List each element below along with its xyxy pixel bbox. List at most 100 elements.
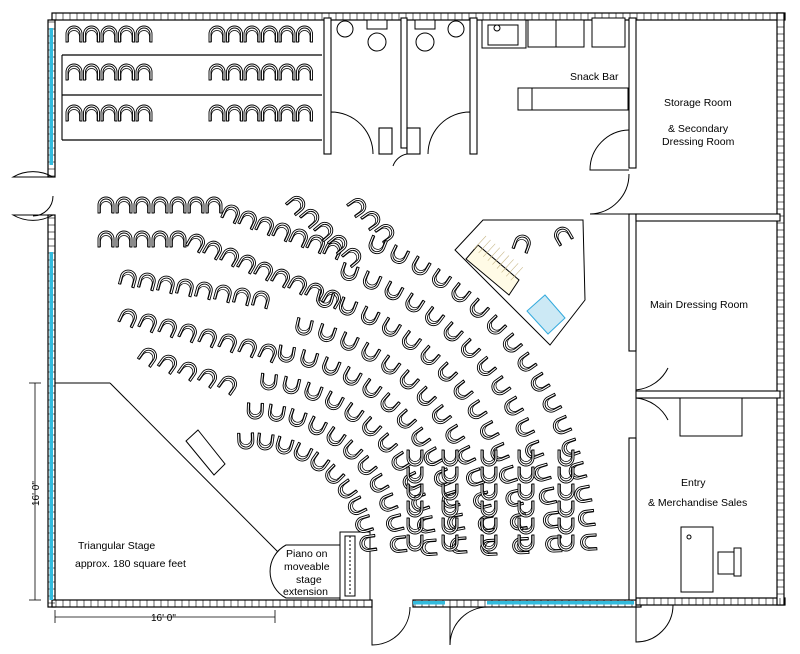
fixtures xyxy=(336,17,743,593)
chair xyxy=(135,25,153,43)
chair xyxy=(380,391,401,413)
chair xyxy=(197,328,217,349)
chair xyxy=(517,534,535,552)
chair xyxy=(480,466,498,484)
chair xyxy=(499,464,519,484)
chair xyxy=(476,355,498,376)
label-snack-bar: Snack Bar xyxy=(570,71,619,83)
chair xyxy=(133,230,151,248)
chair xyxy=(256,432,275,451)
chair xyxy=(278,63,296,81)
chair xyxy=(83,104,100,122)
chair xyxy=(342,365,363,386)
chair xyxy=(466,467,486,487)
chair xyxy=(406,517,424,535)
chair xyxy=(340,261,360,281)
chair xyxy=(156,354,178,375)
label-stage-area: approx. 180 square feet xyxy=(75,558,186,570)
chair xyxy=(177,323,197,344)
chair xyxy=(316,289,336,308)
chair xyxy=(205,196,223,214)
label-piano-2: moveable xyxy=(284,561,330,573)
chair xyxy=(237,338,257,359)
chair xyxy=(305,234,325,255)
chair xyxy=(269,268,290,289)
chair xyxy=(340,247,362,269)
chair xyxy=(368,234,388,255)
chair xyxy=(401,329,423,350)
doors xyxy=(11,111,674,646)
chair xyxy=(237,210,257,231)
chair xyxy=(502,332,524,353)
chair xyxy=(406,466,424,484)
chair xyxy=(201,240,222,261)
window-bottom-right xyxy=(487,601,634,605)
chair xyxy=(243,63,261,81)
chair xyxy=(530,371,551,392)
chair xyxy=(296,104,313,122)
chair xyxy=(282,375,302,395)
chair xyxy=(480,500,498,518)
chair xyxy=(542,392,563,413)
chair xyxy=(326,234,348,256)
chair xyxy=(293,441,314,462)
chair xyxy=(405,292,426,313)
chair xyxy=(312,221,334,243)
chair xyxy=(557,466,575,484)
chair xyxy=(369,472,390,493)
chair xyxy=(277,344,297,363)
chair xyxy=(517,517,535,535)
platform xyxy=(454,219,586,346)
chair xyxy=(176,361,198,382)
chair xyxy=(381,316,403,337)
chair xyxy=(65,63,83,81)
chair xyxy=(359,533,378,552)
chair xyxy=(218,247,239,268)
chair xyxy=(515,417,536,437)
chair xyxy=(360,210,381,232)
chair xyxy=(257,343,277,364)
chair xyxy=(100,63,118,81)
chair xyxy=(226,104,243,122)
window-bottom-middle xyxy=(413,601,445,605)
chair xyxy=(220,204,240,225)
chair xyxy=(432,403,453,425)
chair xyxy=(169,230,187,248)
chair xyxy=(135,63,153,81)
window-left-lower xyxy=(49,252,53,600)
chair xyxy=(235,254,256,275)
chair xyxy=(460,337,482,359)
chair xyxy=(325,390,345,411)
chair xyxy=(267,403,287,422)
chair xyxy=(83,25,100,43)
chair xyxy=(441,449,459,467)
chair xyxy=(580,533,598,551)
chair xyxy=(512,536,530,555)
dimension-horizontal: 16' 0" xyxy=(151,613,176,624)
dimension-vertical: 16' 0" xyxy=(31,481,42,506)
chair xyxy=(97,196,115,214)
chair xyxy=(377,432,399,453)
interior-walls xyxy=(61,17,781,601)
label-merchandise-sales: & Merchandise Sales xyxy=(648,497,747,509)
chair xyxy=(517,466,535,484)
label-secondary-dressing-1: & Secondary xyxy=(668,123,729,135)
chair xyxy=(441,466,459,484)
chair xyxy=(441,500,459,518)
chair xyxy=(286,275,307,296)
chair xyxy=(246,402,264,420)
chair xyxy=(137,313,157,334)
chair xyxy=(437,361,459,382)
label-storage-room: Storage Room xyxy=(664,97,732,109)
chair xyxy=(469,297,491,318)
chair xyxy=(552,414,573,435)
chair xyxy=(117,308,137,329)
chair xyxy=(208,63,226,81)
triangular-stage xyxy=(55,382,371,601)
chair xyxy=(532,462,552,482)
chair xyxy=(237,432,255,450)
chair xyxy=(115,196,133,214)
chair xyxy=(118,63,135,81)
chair xyxy=(362,270,383,290)
